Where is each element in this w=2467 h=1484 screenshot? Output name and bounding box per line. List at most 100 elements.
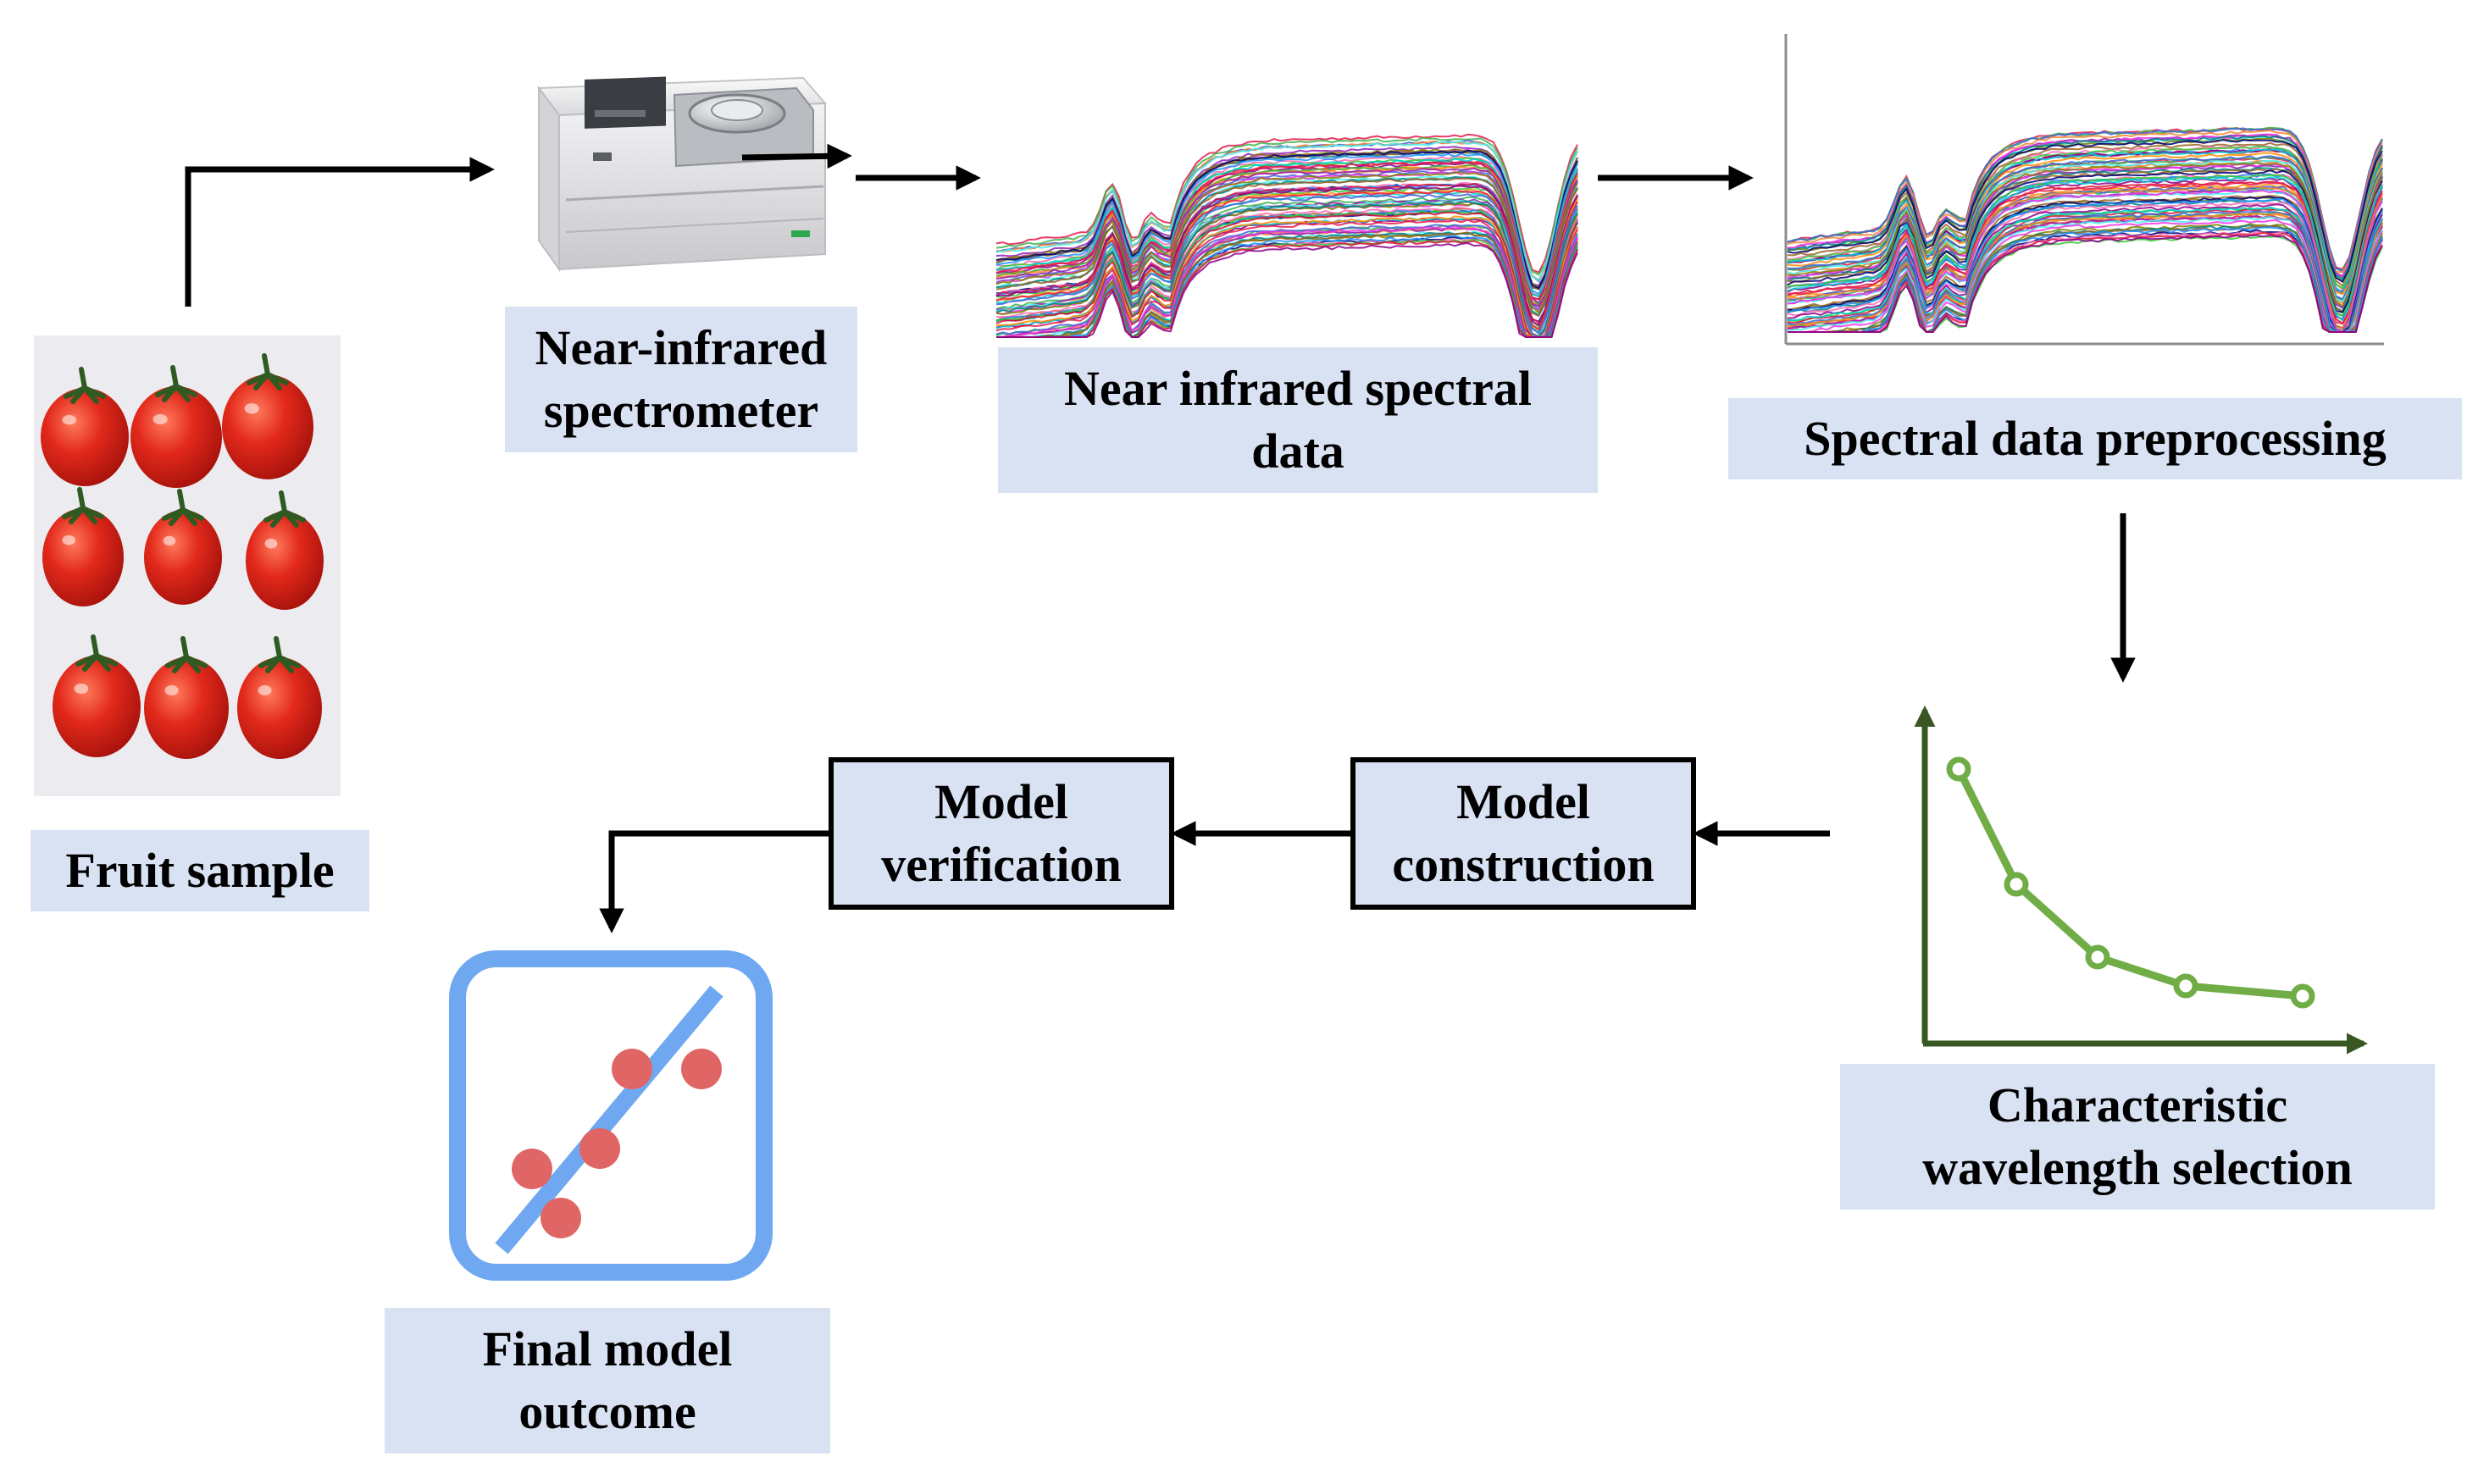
tomato-highlight	[163, 535, 176, 545]
model-construction-text-line2: construction	[1392, 837, 1655, 892]
spectrum-curve	[995, 200, 1578, 339]
spectrum-curve	[1787, 147, 2383, 295]
spectrometer-label: Near-infrared spectrometer	[505, 307, 857, 452]
spectrum-curve	[1787, 126, 2383, 272]
tomato-illustration	[34, 335, 341, 796]
spectrum-curve	[1787, 214, 2383, 333]
tomato-stem	[162, 489, 204, 526]
spectrum-curve	[995, 140, 1578, 281]
spectrum-curve	[996, 241, 1578, 338]
tomato-stem	[258, 636, 301, 673]
spectrum-curve	[995, 226, 1578, 339]
spectrum-curve	[1787, 145, 2383, 290]
spectrum-curve	[995, 189, 1578, 331]
nir-data-label: Near infrared spectral data	[998, 347, 1598, 493]
selection-point	[2004, 872, 2029, 897]
spectrum-curve	[995, 139, 1578, 283]
spectrum-curve	[995, 208, 1578, 338]
spectrum-curve	[1788, 234, 2383, 333]
spectrum-curve	[995, 170, 1578, 312]
selection-curve	[1954, 767, 2303, 1000]
tomato-highlight	[62, 414, 77, 425]
spectrum-curve	[1787, 180, 2383, 325]
spectrum-curve	[1788, 229, 2383, 333]
spectrum-curve	[995, 202, 1578, 338]
spectrum-curve	[1787, 208, 2383, 333]
wavelength-text-line2: wavelength selection	[1922, 1140, 2353, 1195]
spectrum-curve	[995, 219, 1578, 338]
spectrum-curve	[1788, 230, 2383, 333]
spectrum-curve	[1787, 189, 2383, 334]
spectrum-curve	[996, 225, 1578, 338]
tomato	[144, 657, 229, 759]
spectrum-curve	[1787, 156, 2383, 302]
spectrum-curve	[1787, 163, 2383, 307]
spectrum-curve	[995, 163, 1578, 306]
spectrum-curve	[995, 185, 1578, 327]
spectrum-curve	[995, 196, 1578, 337]
tomato-stem	[155, 365, 197, 402]
spectrum-curve	[1787, 169, 2383, 313]
decaying-curve-chart-icon	[1914, 705, 2369, 1055]
benchtop-spectrometer-icon	[537, 76, 852, 273]
preprocessed-spectra-plot	[1784, 34, 2384, 346]
preprocessing-text: Spectral data preprocessing	[1804, 411, 2387, 466]
spectrum-curve	[995, 215, 1578, 338]
tomato	[41, 388, 129, 486]
spectrum-curve	[1787, 212, 2383, 333]
spectrum-curve	[995, 182, 1578, 324]
spectrum-curve	[1787, 164, 2383, 310]
tomato-highlight	[164, 685, 179, 695]
spectrum-curve	[995, 157, 1578, 297]
spectrum-curve	[1787, 167, 2383, 313]
spectrum-curve	[1787, 156, 2383, 302]
outcome-frame	[449, 950, 773, 1281]
spectrum-curve	[1787, 207, 2383, 333]
spectrum-curve	[1787, 203, 2383, 333]
spectrum-curve	[996, 240, 1578, 338]
spectrum-curve	[995, 155, 1578, 298]
fruit-sample-text: Fruit sample	[65, 843, 335, 898]
regression-line	[495, 985, 723, 1254]
spectrum-curve	[995, 189, 1578, 331]
tomato-highlight	[264, 538, 278, 549]
regression-scatter-icon	[449, 950, 773, 1281]
selection-point	[2290, 983, 2315, 1009]
final-outcome-text-line2: outcome	[518, 1384, 696, 1439]
scatter-point	[681, 1049, 722, 1089]
model-verification-text-line2: verification	[881, 837, 1122, 892]
spectrum-curve	[995, 171, 1578, 314]
spectrum-curve	[995, 216, 1578, 338]
spectrum-curve	[1787, 152, 2383, 296]
spectrum-curve	[1787, 141, 2383, 288]
spectrum-curve	[995, 163, 1578, 307]
spectrum-curve	[1787, 212, 2383, 333]
tomato-stem	[263, 490, 306, 528]
spectrum-curve	[1787, 177, 2383, 320]
spectrum-curve	[1788, 226, 2383, 333]
tomato-highlight	[62, 534, 75, 545]
spectrum-curve	[1787, 194, 2383, 333]
spectrum-curve	[1787, 176, 2383, 323]
selection-point	[2085, 944, 2110, 970]
arrow-photo-to-spectrometer	[185, 157, 495, 307]
spectrum-curve	[1787, 201, 2383, 333]
spectrum-curve	[1787, 198, 2383, 333]
preprocessing-label: Spectral data preprocessing	[1728, 398, 2462, 479]
tomato	[130, 386, 222, 488]
spectrum-curve	[1787, 147, 2383, 294]
spectrum-curve	[995, 175, 1578, 315]
spectrum-curve	[996, 226, 1578, 338]
spectrum-curve	[995, 193, 1578, 335]
spectrum-curve	[1787, 197, 2383, 333]
scatter-point	[612, 1049, 652, 1089]
spectrum-curve	[1787, 136, 2383, 282]
spectrum-curve	[995, 149, 1578, 290]
spectrum-curve	[1788, 225, 2383, 334]
spectrum-curve	[1787, 160, 2383, 305]
spectrum-curve	[996, 235, 1578, 338]
wavelength-text-line1: Characteristic	[1987, 1077, 2288, 1132]
spectrum-curve	[1787, 186, 2383, 330]
spectrum-curve	[995, 177, 1578, 318]
